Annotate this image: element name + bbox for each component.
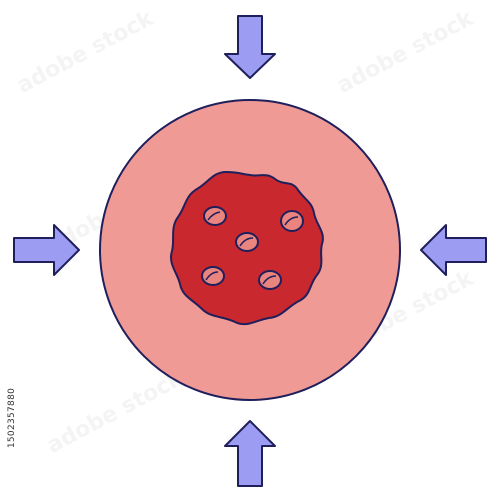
arrow-right-icon [13, 224, 80, 276]
spot-5 [258, 270, 282, 290]
spot-4 [201, 266, 225, 286]
spot-3 [235, 232, 259, 252]
arrow-left-icon [420, 224, 487, 276]
arrow-down-icon [224, 15, 276, 79]
stock-id-label: 1502357880 [7, 387, 17, 449]
spot-2 [280, 210, 304, 232]
spot-1 [203, 206, 227, 226]
arrow-up-icon [224, 420, 276, 487]
